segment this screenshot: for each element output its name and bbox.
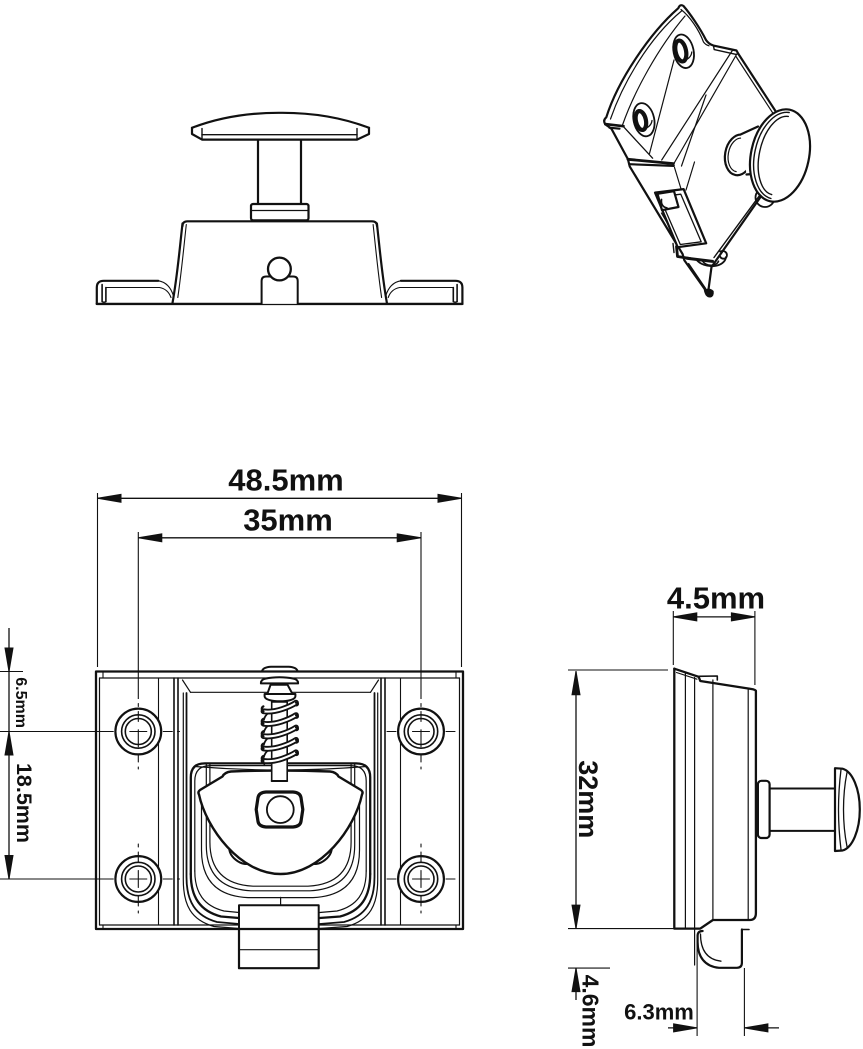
svg-text:6.5mm: 6.5mm (12, 677, 29, 728)
svg-text:4.5mm: 4.5mm (667, 581, 765, 616)
svg-text:35mm: 35mm (243, 503, 333, 538)
svg-text:48.5mm: 48.5mm (228, 463, 343, 498)
svg-text:6.3mm: 6.3mm (624, 1000, 694, 1025)
svg-text:4.6mm: 4.6mm (578, 975, 604, 1048)
svg-text:32mm: 32mm (573, 760, 603, 838)
svg-text:18.5mm: 18.5mm (12, 763, 36, 843)
